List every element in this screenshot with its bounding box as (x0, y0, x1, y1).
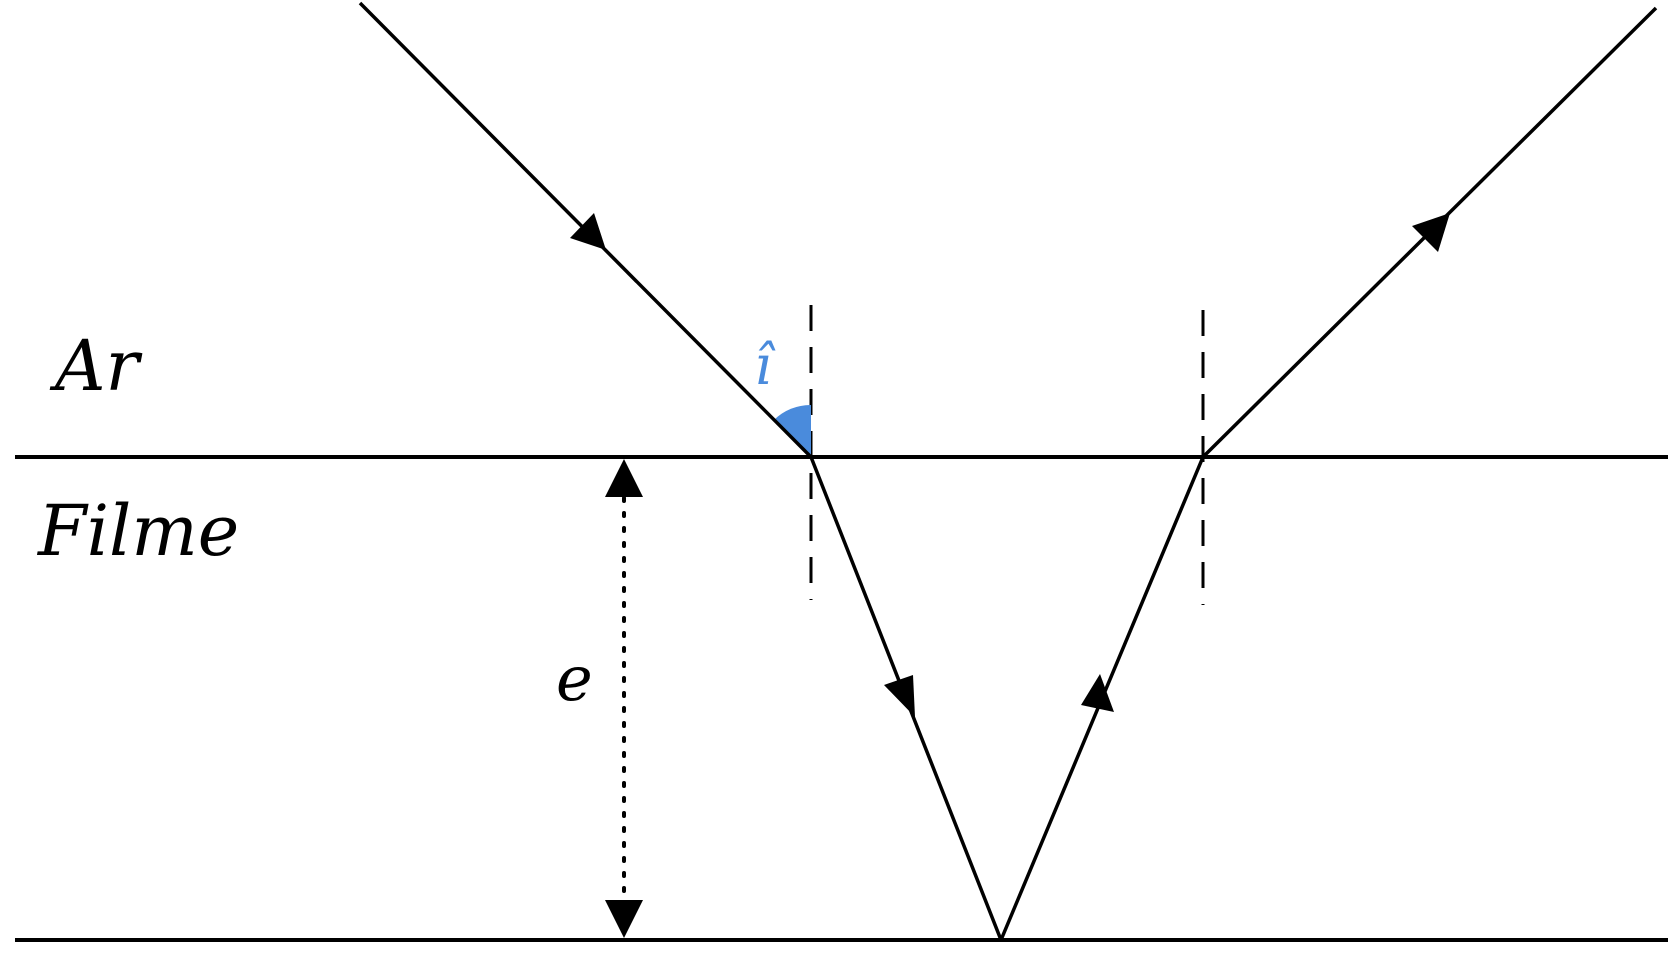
film-medium-label: Filme (36, 490, 239, 572)
emergent-ray-arrowhead (1412, 213, 1450, 252)
thickness-label: e (556, 642, 593, 715)
air-medium-label: Ar (49, 325, 143, 407)
thickness-arrowhead-top (605, 459, 643, 497)
refracted-ray-arrowhead (884, 675, 915, 717)
reflected-ray-arrowhead (1081, 674, 1114, 712)
incidence-angle-wedge (774, 404, 811, 457)
incident-ray-arrowhead (570, 213, 606, 250)
incidence-angle-label: î (754, 334, 776, 397)
thickness-arrowhead-bottom (605, 900, 643, 938)
